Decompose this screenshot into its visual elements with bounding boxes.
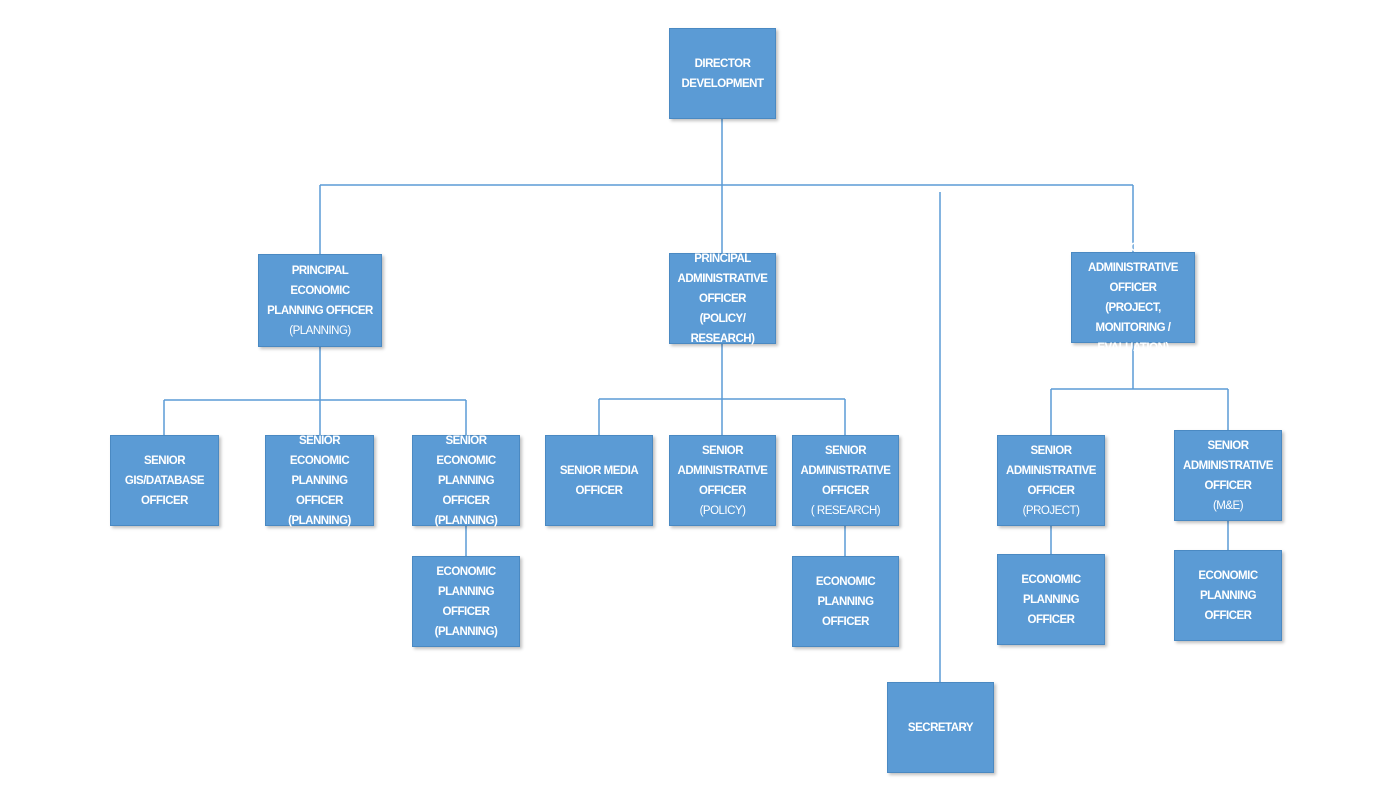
node-subtitle: (PROJECT) [1022, 504, 1080, 517]
connector-pepo-bus [163, 347, 467, 435]
node-subtitle: ( RESEARCH) [810, 504, 881, 517]
node-subtitle: (M&E) [1212, 499, 1244, 512]
connector-pao-pr-bus [598, 344, 846, 435]
connector-pao-pme-bus [1050, 343, 1229, 435]
node-subtitle: (PLANNING) [289, 324, 351, 337]
node-title: SECRETARY [907, 721, 974, 734]
node-secretary: SECRETARY [887, 682, 994, 773]
node-subtitle: (POLICY) [699, 504, 746, 517]
